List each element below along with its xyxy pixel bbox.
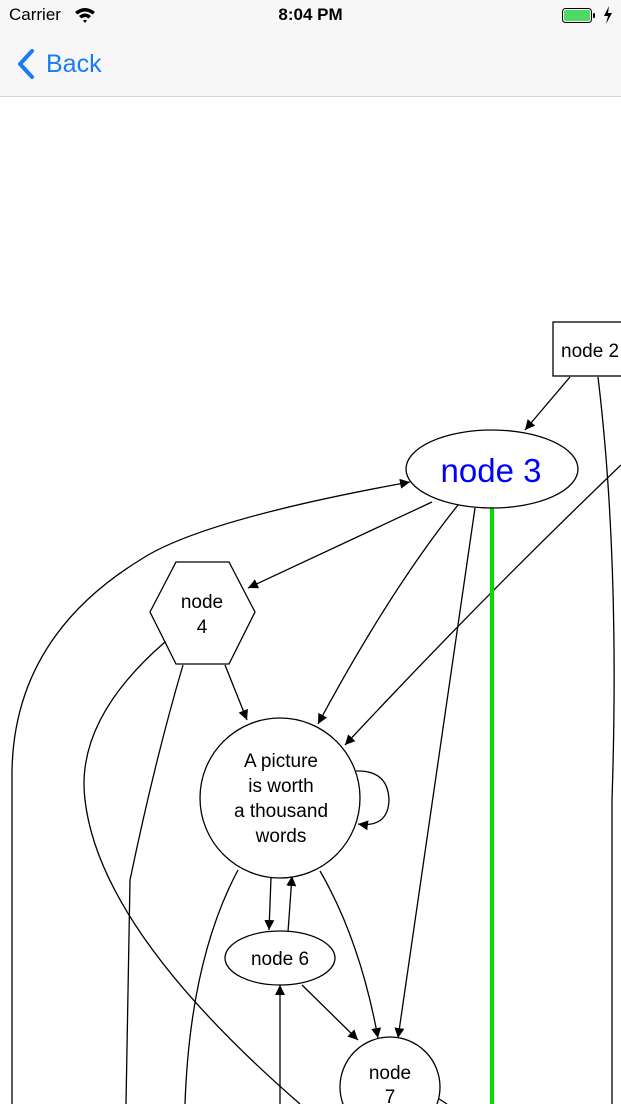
node-label: a thousand — [234, 801, 328, 822]
node-label: words — [255, 826, 307, 847]
graph-node-7[interactable]: node 7 — [339, 1036, 441, 1104]
edge-node6-node5 — [286, 875, 297, 933]
edge-node2-node3 — [524, 376, 571, 431]
graph-node-3[interactable]: node 3 — [405, 429, 579, 509]
graph-node-2[interactable]: node 2 — [552, 321, 621, 377]
node-label: node 6 — [251, 949, 309, 970]
edge-node3-node4 — [247, 501, 433, 589]
graph-node-5[interactable]: A picture is worth a thousand words — [199, 717, 361, 879]
edge-left-node3 — [11, 478, 411, 1104]
wifi-icon — [75, 8, 95, 23]
battery-icon — [562, 8, 595, 23]
node-label: is worth — [248, 776, 313, 797]
status-bar: Carrier 8:04 PM — [0, 0, 621, 32]
edge-node5-self — [355, 770, 390, 831]
clock-time: 8:04 PM — [278, 5, 343, 24]
node-label: node — [181, 592, 223, 613]
edge-node4-curve — [83, 641, 301, 1104]
graph-edges — [11, 376, 621, 1104]
carrier-label: Carrier — [9, 5, 61, 24]
edge-node5-down — [184, 869, 239, 1104]
chevron-left-icon — [18, 49, 34, 79]
back-label: Back — [46, 49, 102, 78]
charging-bolt-icon — [604, 6, 612, 24]
edge-node3-node7 — [394, 507, 476, 1039]
edge-node5-node7 — [319, 870, 382, 1039]
node-label: node 2 — [561, 341, 619, 362]
edge-node5-node6 — [264, 877, 275, 931]
node-label: A picture — [244, 751, 318, 772]
edge-node4-node5 — [224, 664, 248, 721]
node-label: node — [369, 1063, 411, 1084]
graph-canvas[interactable]: node 2 node 3 node 4 A picture is worth … — [0, 97, 621, 1104]
node-label: 4 — [197, 617, 208, 638]
node-label: node 3 — [441, 452, 542, 489]
edge-node3-node5 — [317, 504, 459, 725]
back-button[interactable]: Back — [16, 48, 102, 80]
navigation-bar: Back — [0, 32, 621, 97]
graph-node-4[interactable]: node 4 — [149, 561, 256, 665]
edge-right-node5 — [344, 464, 621, 746]
edge-node4-down — [125, 664, 184, 1104]
edge-node2-right — [597, 376, 615, 1104]
graph-node-6[interactable]: node 6 — [224, 930, 336, 986]
node-label: 7 — [385, 1087, 396, 1104]
edge-node6-node7 — [301, 984, 359, 1041]
